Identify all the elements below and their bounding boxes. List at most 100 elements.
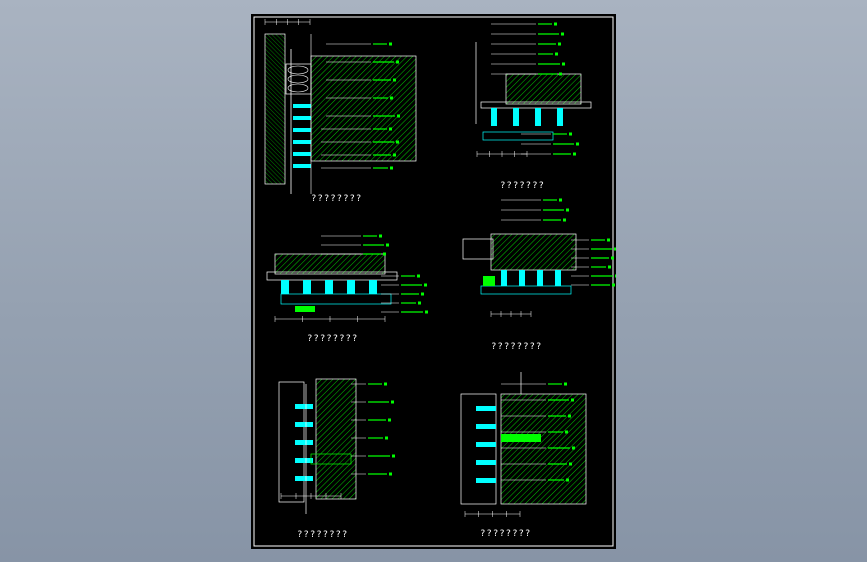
detail-1-note-mark <box>390 96 393 100</box>
detail-6-slab <box>500 393 587 505</box>
detail-1-note-mark <box>389 127 392 131</box>
detail-1-note-mark <box>390 166 393 170</box>
detail-5-caption: ???????? <box>297 530 349 540</box>
detail-4-note-mark <box>566 208 569 212</box>
detail-1-caption: ???????? <box>311 194 363 204</box>
detail-2-profile <box>491 108 497 126</box>
detail-5-board <box>310 453 352 465</box>
detail-5-note-mark <box>385 436 388 440</box>
detail-3-note-mark <box>425 310 428 314</box>
detail-1-note-mark <box>396 140 399 144</box>
detail-5-note-mark <box>392 454 395 458</box>
detail-6-profile <box>476 424 496 429</box>
detail-6-note-mark <box>564 382 567 386</box>
detail-3-note-mark <box>421 292 424 296</box>
detail-2-note-mark <box>569 132 572 136</box>
detail-2-profile <box>557 108 563 126</box>
detail-2-note-mark <box>555 52 558 56</box>
detail-4-note-mark <box>611 256 614 260</box>
detail-4-note-mark <box>608 265 611 269</box>
detail-2-note-mark <box>554 22 557 26</box>
detail-6-note-mark <box>569 462 572 466</box>
detail-1-profile <box>293 128 311 132</box>
detail-2-profile <box>535 108 541 126</box>
detail-3-profile <box>325 280 333 294</box>
detail-1-profile <box>293 140 311 144</box>
detail-5-profile <box>295 476 313 481</box>
detail-3-note-mark <box>417 274 420 278</box>
detail-4-fill <box>483 276 495 286</box>
detail-2-note-mark <box>558 42 561 46</box>
detail-1-profile <box>293 116 311 120</box>
detail-4-note-mark <box>612 283 615 287</box>
detail-5-profile <box>295 440 313 445</box>
detail-4-note-mark <box>563 218 566 222</box>
detail-4-note-mark <box>559 198 562 202</box>
detail-3-profile <box>303 280 311 294</box>
detail-3-fill <box>295 306 315 312</box>
detail-3-note-mark <box>379 234 382 238</box>
detail-1-wall <box>264 33 286 185</box>
detail-2-board <box>482 131 554 141</box>
detail-3-note-mark <box>418 301 421 305</box>
detail-2-note-mark <box>573 152 576 156</box>
detail-1-insulation-coil <box>287 65 309 75</box>
detail-5-slab <box>315 378 357 500</box>
detail-5-note-mark <box>391 400 394 404</box>
detail-3-profile <box>281 280 289 294</box>
detail-6-note-mark <box>565 430 568 434</box>
detail-6-profile <box>476 460 496 465</box>
cad-detail-drawings <box>253 16 616 547</box>
detail-1-profile <box>293 104 311 108</box>
detail-1-note-mark <box>393 153 396 157</box>
detail-3-slab <box>274 253 386 275</box>
detail-5-profile <box>295 422 313 427</box>
detail-5-note-mark <box>389 472 392 476</box>
detail-4-profile <box>519 270 525 286</box>
detail-3-note-mark <box>383 252 386 256</box>
detail-5-note-mark <box>384 382 387 386</box>
drawing-sheet: ???????? ??????? ???????? ???????? ?????… <box>251 14 616 549</box>
detail-5-profile <box>295 404 313 409</box>
detail-6-caption: ???????? <box>480 529 532 539</box>
detail-1-profile <box>293 164 311 168</box>
detail-6-note-mark <box>566 478 569 482</box>
sheet-frame <box>253 16 614 547</box>
detail-3-caption: ???????? <box>307 334 359 344</box>
detail-6-note-mark <box>572 446 575 450</box>
detail-2-profile <box>513 108 519 126</box>
detail-6-profile <box>476 442 496 447</box>
detail-4-profile <box>555 270 561 286</box>
detail-4-note-mark <box>615 274 616 278</box>
detail-6-profile <box>476 406 496 411</box>
detail-6-frame <box>460 393 497 505</box>
detail-4-profile <box>501 270 507 286</box>
detail-1-note-mark <box>397 114 400 118</box>
detail-6-note-mark <box>568 414 571 418</box>
detail-3-board <box>280 293 392 305</box>
detail-1-profile <box>293 152 311 156</box>
detail-5-profile <box>295 458 313 463</box>
detail-6-profile <box>476 478 496 483</box>
detail-2-note-mark <box>576 142 579 146</box>
detail-5-note-mark <box>388 418 391 422</box>
detail-2-caption: ??????? <box>500 181 545 191</box>
detail-2-note-mark <box>559 72 562 76</box>
detail-2-slab <box>505 73 582 105</box>
detail-3-profile <box>369 280 377 294</box>
detail-4-bracket <box>462 238 494 260</box>
detail-1-slab <box>310 55 417 162</box>
detail-2-note-mark <box>562 62 565 66</box>
detail-1-insulation-coil <box>287 83 309 93</box>
detail-4-profile <box>537 270 543 286</box>
detail-1-insulation-coil <box>287 74 309 84</box>
detail-3-note-mark <box>386 243 389 247</box>
detail-4-slab <box>490 233 577 271</box>
detail-6-fill <box>501 434 541 442</box>
detail-6-note-mark <box>571 398 574 402</box>
detail-4-board <box>480 285 572 295</box>
detail-4-note-mark <box>614 247 616 251</box>
detail-4-caption: ???????? <box>491 342 543 352</box>
detail-1-note-mark <box>389 42 392 46</box>
detail-4-note-mark <box>607 238 610 242</box>
